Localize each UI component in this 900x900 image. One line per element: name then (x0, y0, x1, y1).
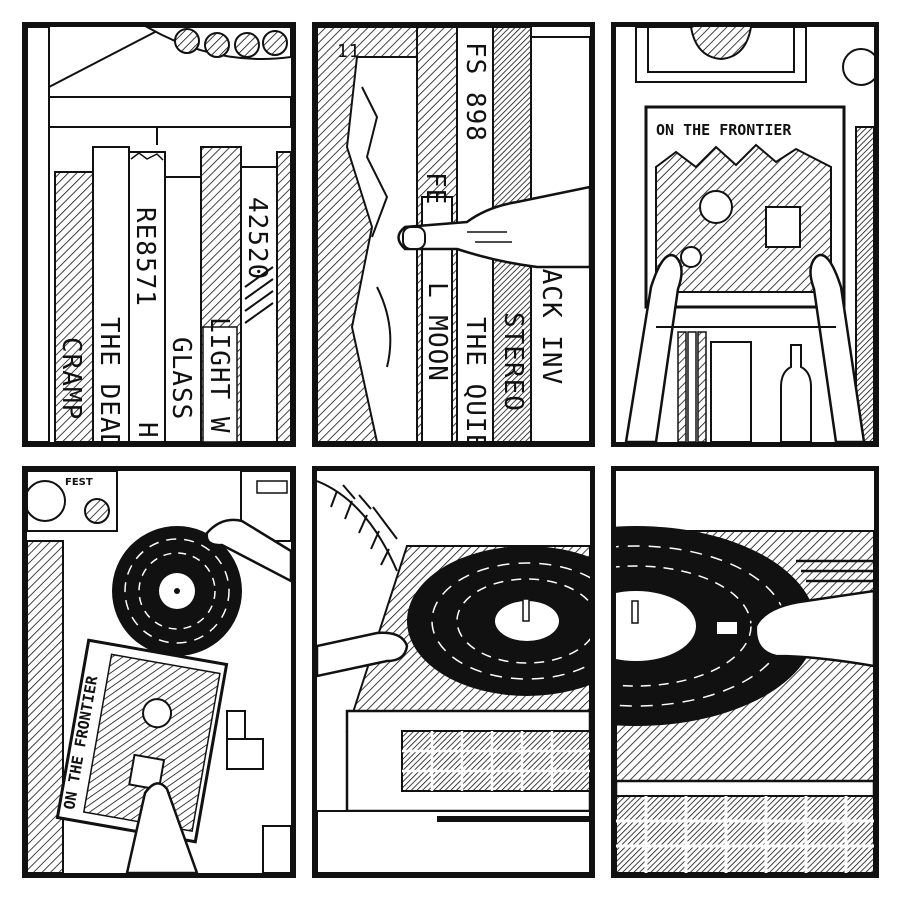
hands (624, 253, 866, 442)
panel-removing-vinyl: FEST ON THE FRONTIER (22, 466, 296, 878)
panel-pulling-record: 11 FE L MOON FS 898 THE QUIE STEREO LACK… (312, 22, 595, 447)
spine-label-cramp: CRAMP (56, 337, 86, 420)
panel-dropping-needle (611, 466, 879, 878)
panel-placing-record (312, 466, 595, 878)
spine-label-fe: FE (420, 172, 450, 205)
panel-holding-album: ON THE FRONTIER (611, 22, 879, 447)
pulling-record-illustration: 11 FE L MOON FS 898 THE QUIE STEREO LACK… (317, 27, 590, 442)
plant-leaves (317, 480, 398, 572)
spine-label-re8571: RE8571 (130, 207, 160, 307)
holding-album-illustration: ON THE FRONTIER (616, 27, 874, 442)
spine-label-moon: L MOON (422, 282, 452, 382)
spine-label-the-dead: THE DEAD (94, 317, 124, 442)
removing-vinyl-illustration: FEST ON THE FRONTIER (27, 471, 291, 873)
spine-label-light: LIGHT W (204, 317, 234, 434)
grille (616, 795, 874, 873)
dropping-needle-illustration (616, 471, 874, 873)
album-title: ON THE FRONTIER (656, 121, 792, 139)
shelf-below (656, 326, 836, 442)
placing-record-illustration (317, 471, 590, 873)
panel-record-shelf: CRAMP THE DEAD RE8571 H GLASS LIGHT W 42… (22, 22, 296, 447)
vinyl-record (112, 526, 242, 656)
spine-3 (128, 151, 166, 442)
poster: FEST (27, 471, 118, 532)
vinyl-record (407, 546, 590, 696)
spine-label-fs898: FS 898 (460, 42, 490, 142)
spine-label-11: 11 (337, 41, 361, 62)
spine-2 (92, 146, 130, 442)
album-sleeve: ON THE FRONTIER (55, 638, 229, 844)
record-shelf-illustration: CRAMP THE DEAD RE8571 H GLASS LIGHT W 42… (27, 27, 291, 442)
lamp-shade (144, 27, 291, 60)
spine-label-glass: GLASS (166, 337, 196, 420)
spine-label-the-quie: THE QUIE (460, 317, 490, 442)
spine-label-lack-inv: LACK INV (536, 252, 566, 385)
spine-label-h: H (132, 422, 162, 439)
spine-label-stereo: STEREO (498, 312, 528, 412)
framed-portrait (635, 27, 807, 83)
poster-text: FEST (65, 477, 93, 488)
spine-label-42520: 42520 (242, 197, 272, 280)
hand (397, 185, 590, 269)
